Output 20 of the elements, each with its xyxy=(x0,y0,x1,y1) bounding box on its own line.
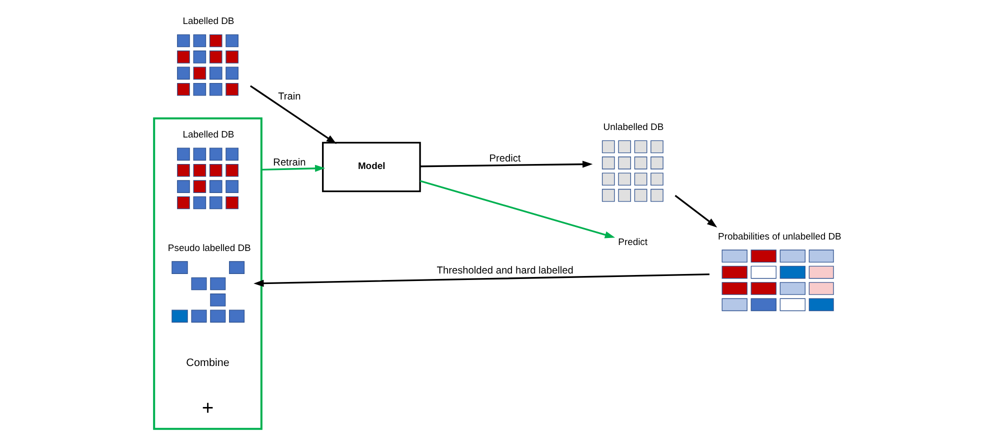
node-label: Unlabelled DB xyxy=(602,122,664,133)
node-text: Predict xyxy=(618,237,648,248)
node-label: Pseudo labelled DB xyxy=(167,242,250,254)
node-label: Labelled DB xyxy=(182,129,234,140)
edge-label: Thresholded and hard labelled xyxy=(436,266,573,277)
edge-label: Retrain xyxy=(272,158,306,169)
label: Combine xyxy=(186,356,229,369)
arrow xyxy=(419,180,615,238)
node-box: Model xyxy=(322,142,420,192)
cluster xyxy=(152,117,262,430)
edge-label: Train xyxy=(278,91,300,102)
label: + xyxy=(201,397,214,420)
arrow xyxy=(253,273,709,287)
node-label: Labelled DB xyxy=(182,16,234,28)
edge-label: Predict xyxy=(488,154,520,165)
arrow xyxy=(260,164,325,172)
arrow xyxy=(249,85,336,144)
arrow xyxy=(420,160,592,168)
node-label: Probabilities of unlabelled DB xyxy=(718,231,841,242)
arrow xyxy=(674,194,717,228)
